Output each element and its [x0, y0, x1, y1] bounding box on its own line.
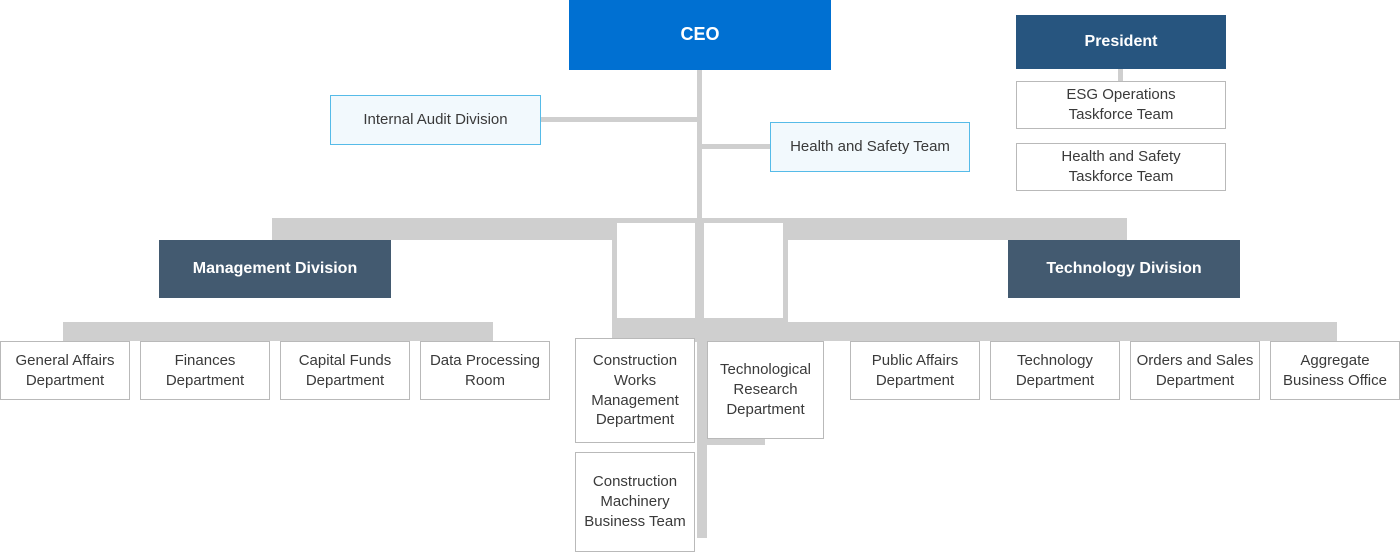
node-capital-funds-department[interactable]: Capital Funds Department: [280, 341, 410, 400]
node-general-affairs-department-label: General Affairs Department: [15, 351, 115, 389]
connector-ceo-to-internal-audit: [540, 117, 700, 122]
node-technological-research-department-label: Technological Research Department: [720, 361, 811, 418]
node-health-safety-taskforce-team[interactable]: Health and Safety Taskforce Team: [1016, 143, 1226, 191]
connector-management-subbus: [63, 322, 493, 341]
node-public-affairs-department[interactable]: Public Affairs Department: [850, 341, 980, 400]
node-ceo[interactable]: CEO: [569, 0, 831, 70]
connector-stub-aggregate-business: [1332, 322, 1337, 344]
connector-stub-capital-funds: [342, 322, 347, 344]
node-orders-and-sales-department[interactable]: Orders and Sales Department: [1130, 341, 1260, 400]
node-construction-works-management-department[interactable]: Construction Works Management Department: [575, 338, 695, 443]
node-technology-department[interactable]: Technology Department: [990, 341, 1120, 400]
connector-stub-technology-department: [1052, 322, 1057, 344]
connector-stub-data-processing: [488, 322, 493, 344]
node-president[interactable]: President: [1016, 15, 1226, 69]
node-aggregate-business-office-label: Aggregate Business Office: [1283, 351, 1387, 389]
connector-stub-finances: [202, 322, 207, 344]
connector-ceo-to-health-safety-team: [699, 144, 771, 149]
node-general-affairs-department[interactable]: General Affairs Department: [0, 341, 130, 400]
node-construction-machinery-business-team[interactable]: Construction Machinery Business Team: [575, 452, 695, 552]
node-ceo-label: CEO: [680, 24, 720, 45]
node-finances-department[interactable]: Finances Department: [140, 341, 270, 400]
node-health-safety-taskforce-team-label: Health and Safety Taskforce Team: [1061, 148, 1181, 185]
node-esg-operations-taskforce-team[interactable]: ESG Operations Taskforce Team: [1016, 81, 1226, 129]
node-public-affairs-department-label: Public Affairs Department: [871, 351, 959, 389]
node-aggregate-business-office[interactable]: Aggregate Business Office: [1270, 341, 1400, 400]
node-health-and-safety-team[interactable]: Health and Safety Team: [770, 122, 970, 172]
node-technology-division-label: Technology Division: [1046, 260, 1202, 278]
node-internal-audit-division-label: Internal Audit Division: [363, 111, 508, 129]
connector-stub-public-affairs: [912, 322, 917, 344]
node-president-label: President: [1084, 33, 1158, 51]
node-health-and-safety-team-label: Health and Safety Team: [790, 138, 950, 156]
node-data-processing-room-label: Data Processing Room: [429, 351, 541, 389]
node-management-division-label: Management Division: [192, 260, 358, 278]
connector-stub-general-affairs: [63, 322, 68, 344]
node-technology-department-label: Technology Department: [1015, 351, 1095, 389]
node-technological-research-department[interactable]: Technological Research Department: [707, 341, 824, 439]
connector-center-stem-core: [695, 218, 704, 323]
connector-stub-orders-sales: [1192, 322, 1197, 344]
node-construction-works-management-department-label: Construction Works Management Department: [591, 351, 679, 429]
mask-construction-column: [707, 440, 765, 538]
node-technology-division[interactable]: Technology Division: [1008, 240, 1240, 298]
connector-technology-subbus: [765, 322, 1335, 341]
node-construction-machinery-business-team-label: Construction Machinery Business Team: [584, 473, 686, 530]
node-esg-operations-taskforce-team-label: ESG Operations Taskforce Team: [1066, 86, 1176, 123]
node-capital-funds-department-label: Capital Funds Department: [298, 351, 392, 389]
connector-president-trunk: [1118, 68, 1123, 82]
node-management-division[interactable]: Management Division: [159, 240, 391, 298]
node-finances-department-label: Finances Department: [165, 351, 245, 389]
node-data-processing-room[interactable]: Data Processing Room: [420, 341, 550, 400]
node-internal-audit-division[interactable]: Internal Audit Division: [330, 95, 541, 145]
node-orders-and-sales-department-label: Orders and Sales Department: [1136, 351, 1254, 389]
